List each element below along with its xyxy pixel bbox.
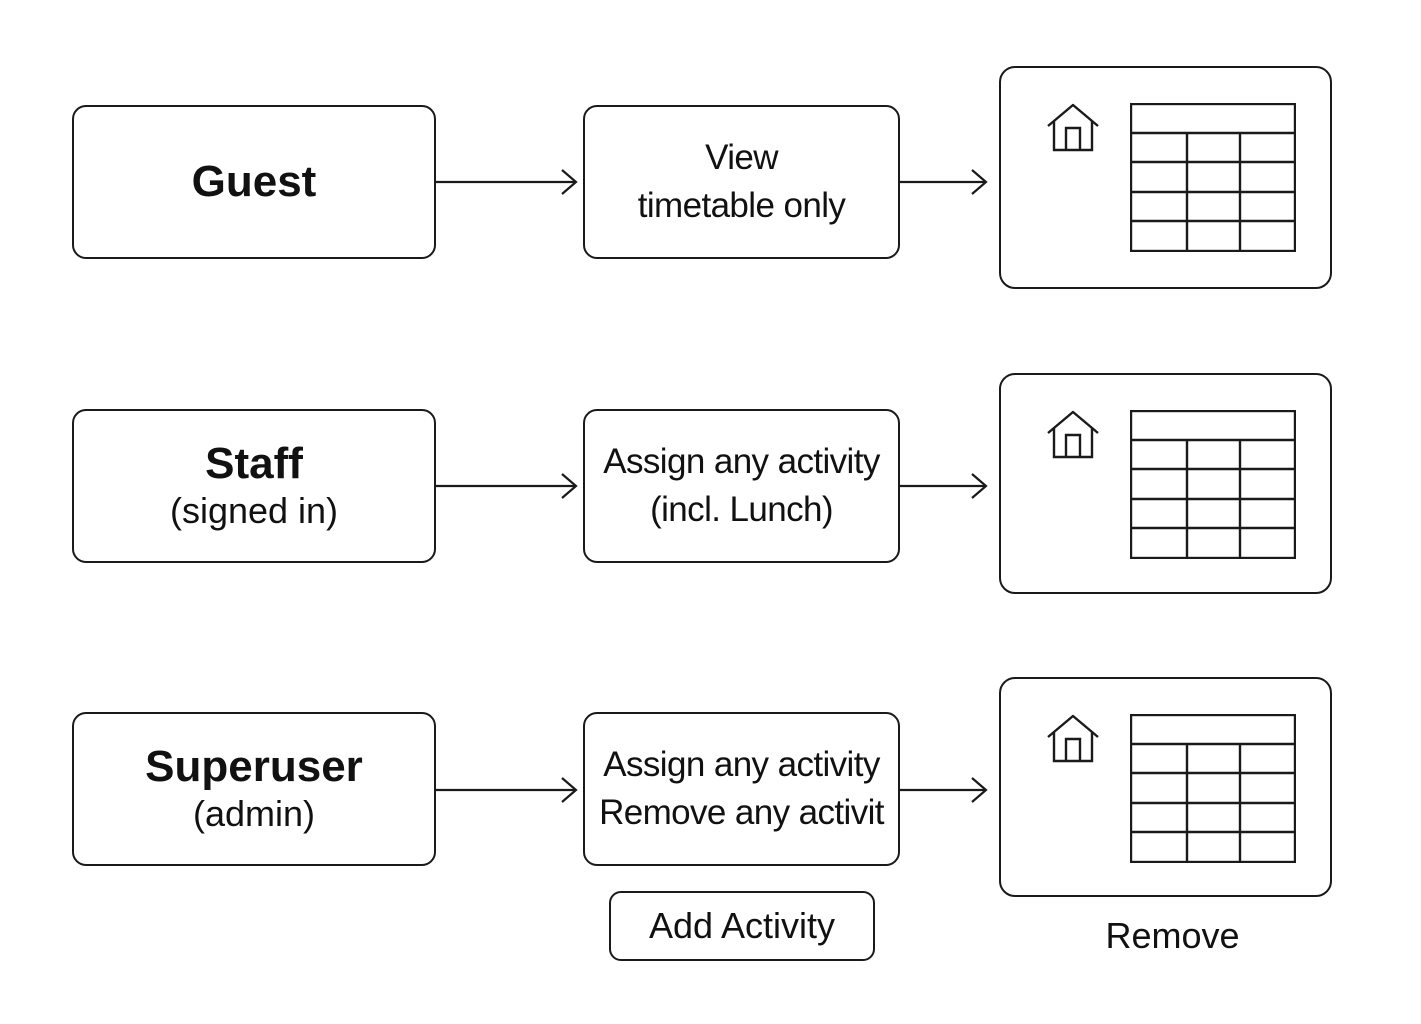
remove-button[interactable]: Remove bbox=[1105, 915, 1240, 956]
timetable-grid-icon bbox=[1130, 714, 1296, 863]
role-title: Superuser bbox=[145, 742, 363, 791]
add-activity-button[interactable]: Add Activity bbox=[609, 891, 875, 961]
timetable-grid-icon bbox=[1130, 103, 1296, 252]
permission-line: View bbox=[705, 138, 778, 177]
timetable-screen-staff bbox=[999, 373, 1332, 594]
permission-line: (incl. Lunch) bbox=[650, 490, 833, 529]
arrow-superuser-permission-to-screen bbox=[900, 777, 988, 803]
arrow-guest-to-permission bbox=[436, 169, 578, 195]
permission-box-staff: Assign any activity (incl. Lunch) bbox=[583, 409, 900, 563]
arrow-guest-permission-to-screen bbox=[900, 169, 988, 195]
permission-line: Remove any activit bbox=[599, 793, 884, 832]
home-icon bbox=[1047, 103, 1099, 152]
permission-line: Assign any activity bbox=[603, 745, 880, 784]
permission-line: Assign any activity bbox=[603, 442, 880, 481]
permission-line: timetable only bbox=[637, 186, 846, 225]
home-icon bbox=[1047, 410, 1099, 459]
permission-box-superuser: Assign any activity Remove any activit bbox=[583, 712, 900, 866]
role-box-staff: Staff (signed in) bbox=[72, 409, 436, 563]
role-box-superuser: Superuser (admin) bbox=[72, 712, 436, 866]
role-title: Staff bbox=[205, 439, 303, 488]
arrow-staff-permission-to-screen bbox=[900, 473, 988, 499]
timetable-grid-icon bbox=[1130, 410, 1296, 559]
timetable-screen-superuser bbox=[999, 677, 1332, 897]
role-title: Guest bbox=[191, 157, 317, 206]
arrow-superuser-to-permission bbox=[436, 777, 578, 803]
timetable-screen-guest bbox=[999, 66, 1332, 289]
permission-box-guest: View timetable only bbox=[583, 105, 900, 259]
arrow-staff-to-permission bbox=[436, 473, 578, 499]
role-subtitle: (admin) bbox=[192, 793, 316, 834]
home-icon bbox=[1047, 714, 1099, 763]
role-box-guest: Guest bbox=[72, 105, 436, 259]
role-subtitle: (signed in) bbox=[169, 490, 339, 531]
